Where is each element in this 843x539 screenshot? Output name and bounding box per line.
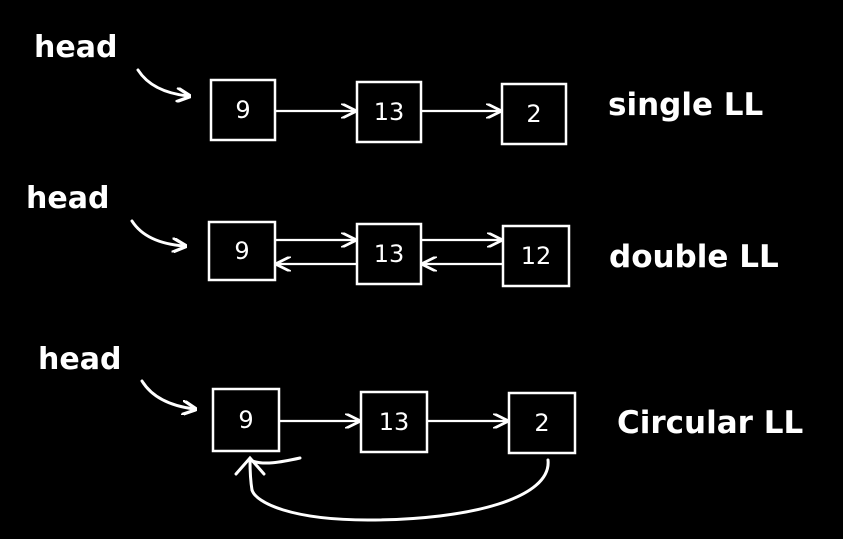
list-type-label: double LL [609, 239, 779, 275]
node-box [507, 391, 577, 455]
head-pointer-arrow [130, 219, 184, 246]
node-box [207, 220, 277, 282]
node-value: 13 [374, 240, 405, 268]
node-box [501, 224, 571, 288]
head-label: head [26, 181, 109, 216]
node-value: 2 [526, 100, 541, 128]
head-label: head [34, 30, 117, 65]
circular-return-tail [248, 456, 302, 465]
circular-linked-list-row: head 9 13 2 Circular LL [38, 342, 803, 522]
node-value: 9 [234, 237, 249, 265]
double-linked-list-row: head 9 13 12 double LL [26, 181, 779, 288]
single-linked-list-row: head 9 13 2 single LL [34, 30, 763, 146]
node-value: 13 [379, 408, 410, 436]
head-pointer-arrow [136, 68, 188, 96]
node-value: 12 [521, 242, 552, 270]
circular-return-arrowhead [234, 455, 266, 476]
node-box [355, 222, 423, 286]
node-value: 13 [374, 98, 405, 126]
list-type-label: single LL [608, 87, 763, 123]
node-value: 9 [235, 96, 250, 124]
head-label: head [38, 342, 121, 377]
node-box [500, 82, 568, 146]
list-type-label: Circular LL [617, 405, 803, 441]
head-pointer-arrow [140, 379, 194, 409]
node-value: 9 [238, 406, 253, 434]
circular-return-stem [248, 458, 254, 492]
circular-return-arrow [250, 458, 550, 522]
node-value: 2 [534, 409, 549, 437]
